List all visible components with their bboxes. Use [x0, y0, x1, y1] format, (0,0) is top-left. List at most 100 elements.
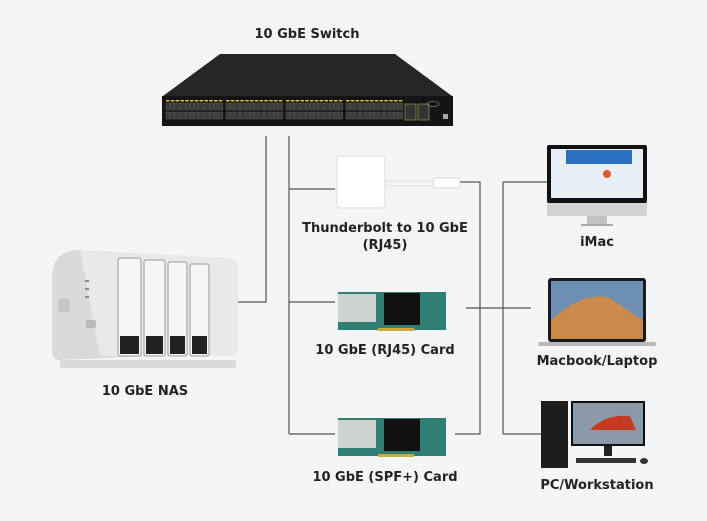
switch-port [305, 102, 310, 111]
nas-image [52, 250, 238, 368]
switch-port [329, 111, 334, 120]
port-led [286, 100, 290, 102]
switch-port [319, 102, 324, 111]
port-led [230, 100, 235, 102]
switch-port [333, 111, 339, 120]
switch-label: 10 GbE Switch [254, 27, 360, 42]
switch-port [278, 102, 283, 111]
switch-port [269, 102, 274, 111]
switch-port [218, 111, 224, 120]
switch-port [204, 102, 209, 111]
switch-port [314, 111, 319, 120]
port-led [235, 100, 240, 102]
port-led [204, 100, 208, 102]
switch-port [235, 102, 240, 111]
switch-port [295, 111, 300, 120]
port-led [338, 100, 343, 102]
port-led [374, 100, 379, 102]
switch-port [259, 102, 264, 111]
port-led [209, 100, 213, 102]
port-led [319, 100, 324, 102]
switch-port [300, 111, 305, 120]
port-led [175, 100, 180, 102]
switch-port [199, 111, 204, 120]
switch-port [273, 102, 279, 111]
port-led [324, 100, 328, 102]
switch-port [208, 111, 214, 120]
port-led [214, 100, 218, 102]
switch-port [369, 102, 375, 111]
port-led [185, 100, 189, 102]
switch-port [398, 111, 403, 120]
switch-port [384, 111, 389, 120]
port-led [370, 100, 374, 102]
switch-port [355, 111, 360, 120]
port-led [240, 100, 244, 102]
port-led [384, 100, 388, 102]
switch-port [324, 102, 329, 111]
port-led [218, 100, 223, 102]
switch-port [290, 102, 295, 111]
laptop-label: Macbook/Laptop [536, 354, 658, 369]
switch-port [175, 111, 180, 120]
port-led [360, 100, 364, 102]
rj45-card-image [338, 292, 446, 331]
switch-port [225, 111, 231, 120]
switch-port [384, 102, 389, 111]
port-led [226, 100, 230, 102]
port-led [310, 100, 314, 102]
switch-port [254, 102, 260, 111]
switch-port [285, 111, 291, 120]
port-led [314, 100, 319, 102]
switch-to-nas-line [236, 136, 267, 303]
switch-port [285, 102, 291, 111]
switch-port [324, 111, 329, 120]
switch-port [305, 111, 310, 120]
thunderbolt-label: Thunderbolt to 10 GbE (RJ45) [295, 220, 475, 254]
port-led [379, 100, 384, 102]
switch-port [393, 111, 399, 120]
switch-port [240, 102, 245, 111]
port-led [166, 100, 170, 102]
port-led [180, 100, 184, 102]
switch-port [194, 102, 200, 111]
switch-port [355, 102, 360, 111]
port-led [334, 100, 338, 102]
switch-port [389, 102, 394, 111]
switch-port [338, 102, 343, 111]
switch-port [393, 102, 399, 111]
switch-port [213, 102, 219, 111]
switch-port [338, 111, 343, 120]
switch-port [290, 111, 295, 120]
switch-port [259, 111, 264, 120]
switch-image [162, 54, 453, 126]
switch-port [398, 102, 403, 111]
port-led [305, 100, 309, 102]
port-led [170, 100, 175, 102]
switch-port [379, 111, 384, 120]
switch-port [165, 102, 171, 111]
switch-port [170, 102, 176, 111]
port-led [355, 100, 360, 102]
switch-port [249, 111, 255, 120]
port-led [190, 100, 194, 102]
switch-port [230, 111, 236, 120]
switch-port [244, 111, 250, 120]
port-led [350, 100, 355, 102]
port-led [259, 100, 264, 102]
switch-port [365, 111, 370, 120]
switch-port [345, 102, 351, 111]
port-led [398, 100, 403, 102]
port-led [300, 100, 304, 102]
port-led [274, 100, 278, 102]
switch-port [350, 111, 355, 120]
switch-port [264, 111, 269, 120]
port-led [199, 100, 204, 102]
switch-port [360, 102, 365, 111]
switch-port [300, 102, 305, 111]
thunderbolt-label-line1: Thunderbolt to 10 GbE [302, 221, 468, 236]
switch-port [269, 111, 274, 120]
thunderbolt-label-line2: (RJ45) [362, 238, 408, 253]
switch-port [189, 111, 195, 120]
port-led [194, 100, 199, 102]
